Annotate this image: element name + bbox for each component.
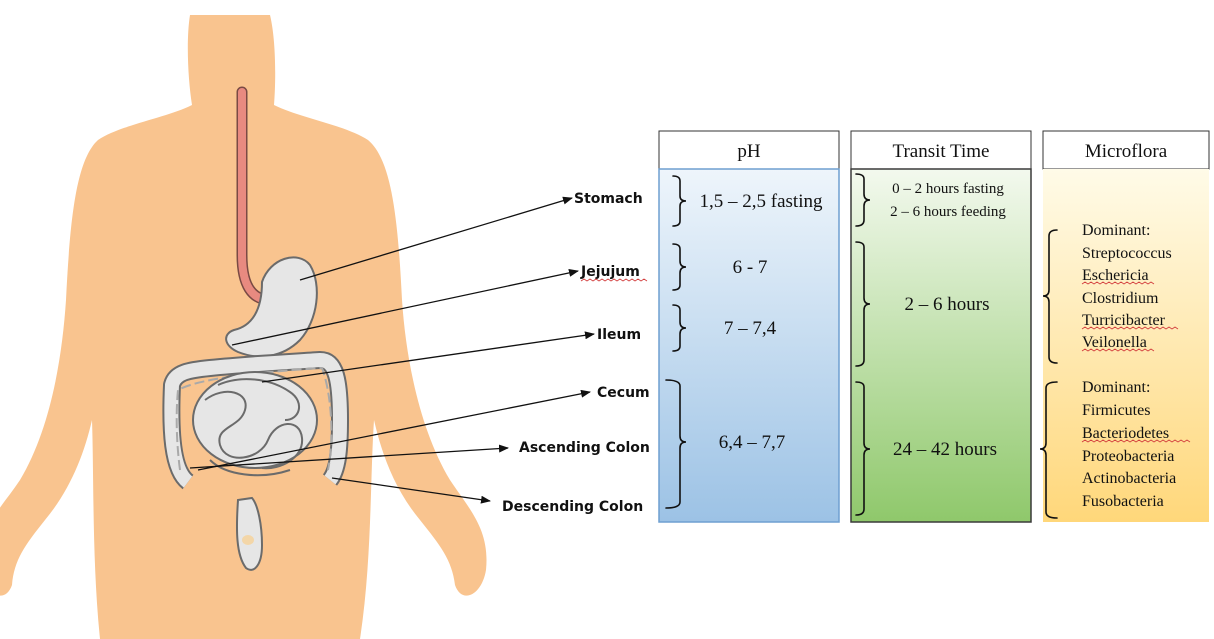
ph-ileum: 7 – 7,4 (724, 318, 777, 339)
microflora-large-item: Bacteriodetes (1082, 425, 1169, 442)
microflora-small-item: Clostridium (1082, 290, 1159, 307)
label-stomach: Stomach (574, 191, 643, 207)
transit-stomach-fasting: 0 – 2 hours fasting (892, 181, 1004, 197)
microflora-large-item: Firmicutes (1082, 402, 1150, 419)
ph-panel (659, 169, 839, 522)
microflora-small-item: Veilonella (1082, 334, 1147, 351)
header-microflora-text: Microflora (1085, 141, 1168, 162)
label-jejujum: Jejujum (580, 264, 640, 280)
column-headers: pH Transit Time Microflora (659, 131, 1209, 169)
transit-panel (851, 169, 1031, 522)
label-ileum: Ileum (597, 327, 641, 343)
microflora-small-item: Turricibacter (1082, 312, 1166, 329)
header-ph-text: pH (737, 141, 761, 162)
label-cecum: Cecum (597, 385, 650, 401)
label-descending-colon: Descending Colon (502, 499, 643, 515)
rectum (237, 498, 262, 570)
ph-jejujum: 6 - 7 (733, 257, 768, 278)
microflora-small-item: Streptococcus (1082, 245, 1172, 262)
ph-stomach: 1,5 – 2,5 fasting (700, 191, 823, 212)
microflora-large-item: Proteobacteria (1082, 448, 1174, 465)
microflora-small-item: Eschericia (1082, 267, 1149, 284)
transit-small-intestine: 2 – 6 hours (905, 294, 990, 315)
ph-colon: 6,4 – 7,7 (719, 432, 786, 453)
label-ascending-colon: Ascending Colon (519, 440, 650, 456)
microflora-small-heading: Dominant: (1082, 222, 1150, 239)
microflora-large-heading: Dominant: (1082, 379, 1150, 396)
microflora-large-item: Actinobacteria (1082, 470, 1176, 487)
transit-stomach-feeding: 2 – 6 hours feeding (890, 204, 1006, 220)
microflora-large-item: Fusobacteria (1082, 493, 1164, 510)
transit-colon: 24 – 42 hours (893, 439, 997, 460)
header-transit-text: Transit Time (893, 141, 990, 162)
